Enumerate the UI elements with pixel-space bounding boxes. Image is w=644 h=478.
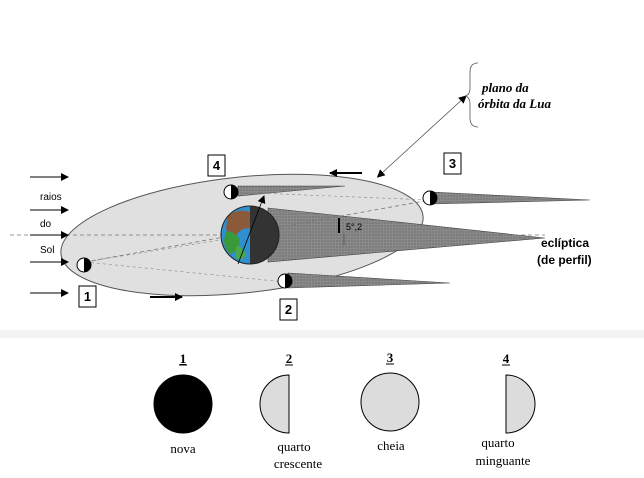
svg-text:2: 2 [285,302,292,317]
sunlight-arrows [30,173,69,297]
phase-name: nova [170,441,196,456]
shadow-cone-3 [431,191,591,205]
section-divider [0,330,644,338]
phase-name-line-2: crescente [274,456,323,471]
position-label-3: 3 [443,152,462,175]
phase-name: quarto [277,439,310,454]
moon-2 [277,273,293,289]
ecliptic-label-2: (de perfil) [537,253,592,267]
annotation-line-2: órbita da Lua [478,96,551,111]
svg-text:1: 1 [84,289,91,304]
phase-name: quarto [481,435,514,450]
phase-number: 3 [387,350,394,365]
annotation-line-1: plano da [481,80,529,95]
phase-number: 2 [286,351,293,366]
svg-text:4: 4 [213,158,221,173]
moon-1 [76,257,92,273]
sunlight-label-2: do [40,219,52,230]
position-label-2: 2 [279,298,298,321]
phase-1-new: 1 nova [153,351,213,456]
svg-text:3: 3 [449,156,456,171]
ecliptic-label-1: eclíptica [541,236,589,250]
moon-3 [422,190,438,206]
annotation-bracket [464,62,479,128]
phase-name: cheia [377,438,405,453]
position-label-1: 1 [78,285,97,308]
phase-number: 1 [180,351,187,366]
shadow-cone-2 [287,272,451,289]
phase-number: 4 [503,351,510,366]
annotation-pointer [376,95,467,178]
sunlight-label-3: Sol [40,245,54,256]
phase-2-first-quarter: 2 quarto crescente [259,351,323,471]
position-label-4: 4 [207,154,226,177]
moon-4 [223,184,239,200]
phase-4-last-quarter: 4 quarto minguante [476,351,536,468]
phase-3-full: 3 cheia [360,350,420,453]
sunlight-label-1: raios [40,192,62,203]
phase-name-line-2: minguante [476,453,531,468]
angle-marker [338,218,345,245]
angle-label: 5°,2 [346,222,362,232]
